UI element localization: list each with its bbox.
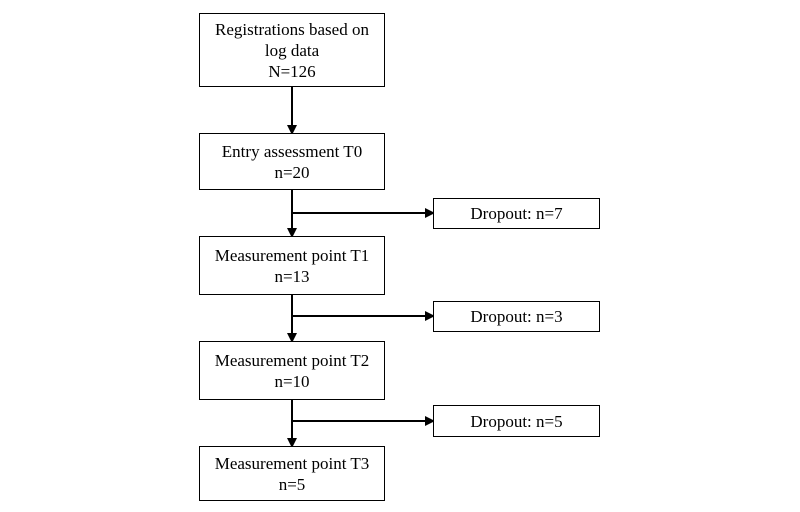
dropout-box-1: Dropout: n=7 xyxy=(433,198,600,229)
entry-assessment-box: Entry assessment T0 n=20 xyxy=(199,133,385,190)
dropout-box-3: Dropout: n=5 xyxy=(433,405,600,437)
registrations-line1: Registrations based on xyxy=(215,19,369,39)
measurement-t3-count: n=5 xyxy=(278,474,306,494)
measurement-t1-title: Measurement point T1 xyxy=(214,245,370,265)
registrations-line2: log data xyxy=(264,40,320,60)
measurement-t2-box: Measurement point T2 n=10 xyxy=(199,341,385,400)
measurement-t1-box: Measurement point T1 n=13 xyxy=(199,236,385,295)
dropout-label-3: Dropout: n=5 xyxy=(470,411,563,431)
dropout-label-2: Dropout: n=3 xyxy=(470,307,563,326)
measurement-t1-count: n=13 xyxy=(274,266,310,286)
measurement-t2-title: Measurement point T2 xyxy=(214,350,370,370)
measurement-t3-title: Measurement point T3 xyxy=(214,453,370,473)
measurement-t2-count: n=10 xyxy=(274,371,310,391)
dropout-label-1: Dropout: n=7 xyxy=(470,204,563,223)
entry-assessment-title: Entry assessment T0 xyxy=(221,141,363,161)
measurement-t3-box: Measurement point T3 n=5 xyxy=(199,446,385,501)
dropout-box-2: Dropout: n=3 xyxy=(433,301,600,332)
entry-assessment-count: n=20 xyxy=(274,162,310,182)
registrations-box: Registrations based on log data N=126 xyxy=(199,13,385,87)
registrations-count: N=126 xyxy=(268,61,316,81)
